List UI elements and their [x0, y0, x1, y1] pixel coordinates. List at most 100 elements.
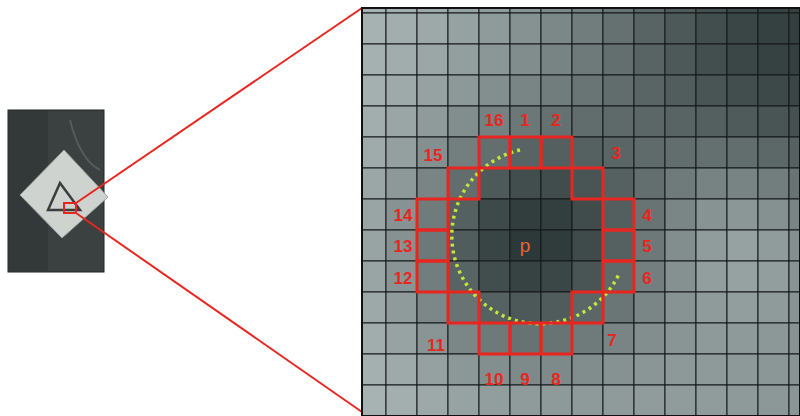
pixel-cell [758, 385, 789, 416]
pixel-cell [696, 44, 727, 75]
callout-number: 12 [394, 270, 413, 287]
pixel-cell [603, 75, 634, 106]
zoom-line [76, 213, 362, 412]
pixel-cell [479, 385, 510, 416]
callout-number: 9 [520, 371, 529, 388]
callout-number: 13 [394, 238, 413, 255]
circle-path [452, 150, 620, 324]
pixel-cell [541, 168, 572, 199]
pixel-cell [696, 75, 727, 106]
pixel-cell [541, 292, 572, 323]
pixel-cell [448, 106, 479, 137]
pixel-cell [572, 199, 603, 230]
pixel-cell [727, 292, 758, 323]
pixel-cell [603, 385, 634, 416]
pixel-cell [572, 261, 603, 292]
ring-pixel [417, 199, 448, 230]
pixel-cell [665, 292, 696, 323]
pixel-cell [634, 354, 665, 385]
callout-number: 16 [485, 112, 504, 129]
pixel-cell [758, 13, 789, 44]
pixel-cell [386, 385, 417, 416]
pixel-cell [758, 106, 789, 137]
ring-pixel [603, 261, 634, 292]
pixel-cell [362, 199, 386, 230]
pixel-cell [789, 199, 800, 230]
pixel-cell [386, 168, 417, 199]
pixel-cell [541, 230, 572, 261]
pixel-cell [479, 75, 510, 106]
pixel-cell [362, 168, 386, 199]
pixel-cell [510, 292, 541, 323]
pixel-cell [479, 13, 510, 44]
pixel-cell [634, 106, 665, 137]
pixel-cell [665, 323, 696, 354]
pixel-cell [510, 75, 541, 106]
callout-number: 5 [642, 238, 651, 255]
pixel-cell [479, 106, 510, 137]
pixel-cell [727, 385, 758, 416]
pixel-cell [789, 137, 800, 168]
ring-pixel [417, 230, 448, 261]
pixel-cell [362, 75, 386, 106]
pixel-cell [758, 292, 789, 323]
pixel-cell [727, 230, 758, 261]
pixel-cell [417, 354, 448, 385]
callout-number: 6 [642, 270, 651, 287]
pixel-cell [417, 75, 448, 106]
pixel-cell [572, 106, 603, 137]
pixel-cell [448, 13, 479, 44]
callout-number: 14 [394, 207, 413, 224]
pixel-cell [727, 168, 758, 199]
pixel-cell [758, 137, 789, 168]
pixel-cell [665, 261, 696, 292]
pixel-cell [603, 168, 634, 199]
pixel-cell [417, 261, 448, 292]
pixel-cell [696, 137, 727, 168]
pixel-cell [386, 323, 417, 354]
ring-pixel [510, 137, 541, 168]
pixel-cell [572, 230, 603, 261]
pixel-cell [448, 44, 479, 75]
pixel-cell [362, 13, 386, 44]
pixel-cell [572, 75, 603, 106]
pixel-cell [510, 385, 541, 416]
pixel-cell [362, 385, 386, 416]
pixel-cell [634, 137, 665, 168]
pixel-cell [417, 137, 448, 168]
pixel-cell [510, 230, 541, 261]
pixel-cell [727, 261, 758, 292]
ring-pixel [541, 323, 572, 354]
pixel-cell [789, 106, 800, 137]
pixel-cell [572, 292, 603, 323]
ring-pixel [510, 323, 541, 354]
pixel-cell [603, 106, 634, 137]
ring-pixel [603, 230, 634, 261]
ring-pixel [479, 323, 510, 354]
pixel-cell [448, 75, 479, 106]
pixel-cell [541, 137, 572, 168]
pixel-cell [479, 199, 510, 230]
pixel-cell [479, 261, 510, 292]
pixel-cell [789, 261, 800, 292]
pixel-cell [789, 13, 800, 44]
pixel-cell [386, 230, 417, 261]
ring-pixel [572, 168, 603, 199]
pixel-cell [727, 13, 758, 44]
pixel-cell [758, 75, 789, 106]
pixel-cell [417, 292, 448, 323]
pixel-cell [696, 354, 727, 385]
pixel-cell [789, 323, 800, 354]
panel-border [362, 8, 800, 416]
pixel-cell [510, 44, 541, 75]
pixel-cell [603, 44, 634, 75]
pixel-cell [727, 199, 758, 230]
pixel-cell [758, 199, 789, 230]
pixel-cell [727, 354, 758, 385]
pixel-cell [634, 44, 665, 75]
zoom-line [76, 8, 362, 203]
pixel-cell [362, 137, 386, 168]
pixel-grid [362, 8, 800, 416]
pixel-cell [386, 75, 417, 106]
